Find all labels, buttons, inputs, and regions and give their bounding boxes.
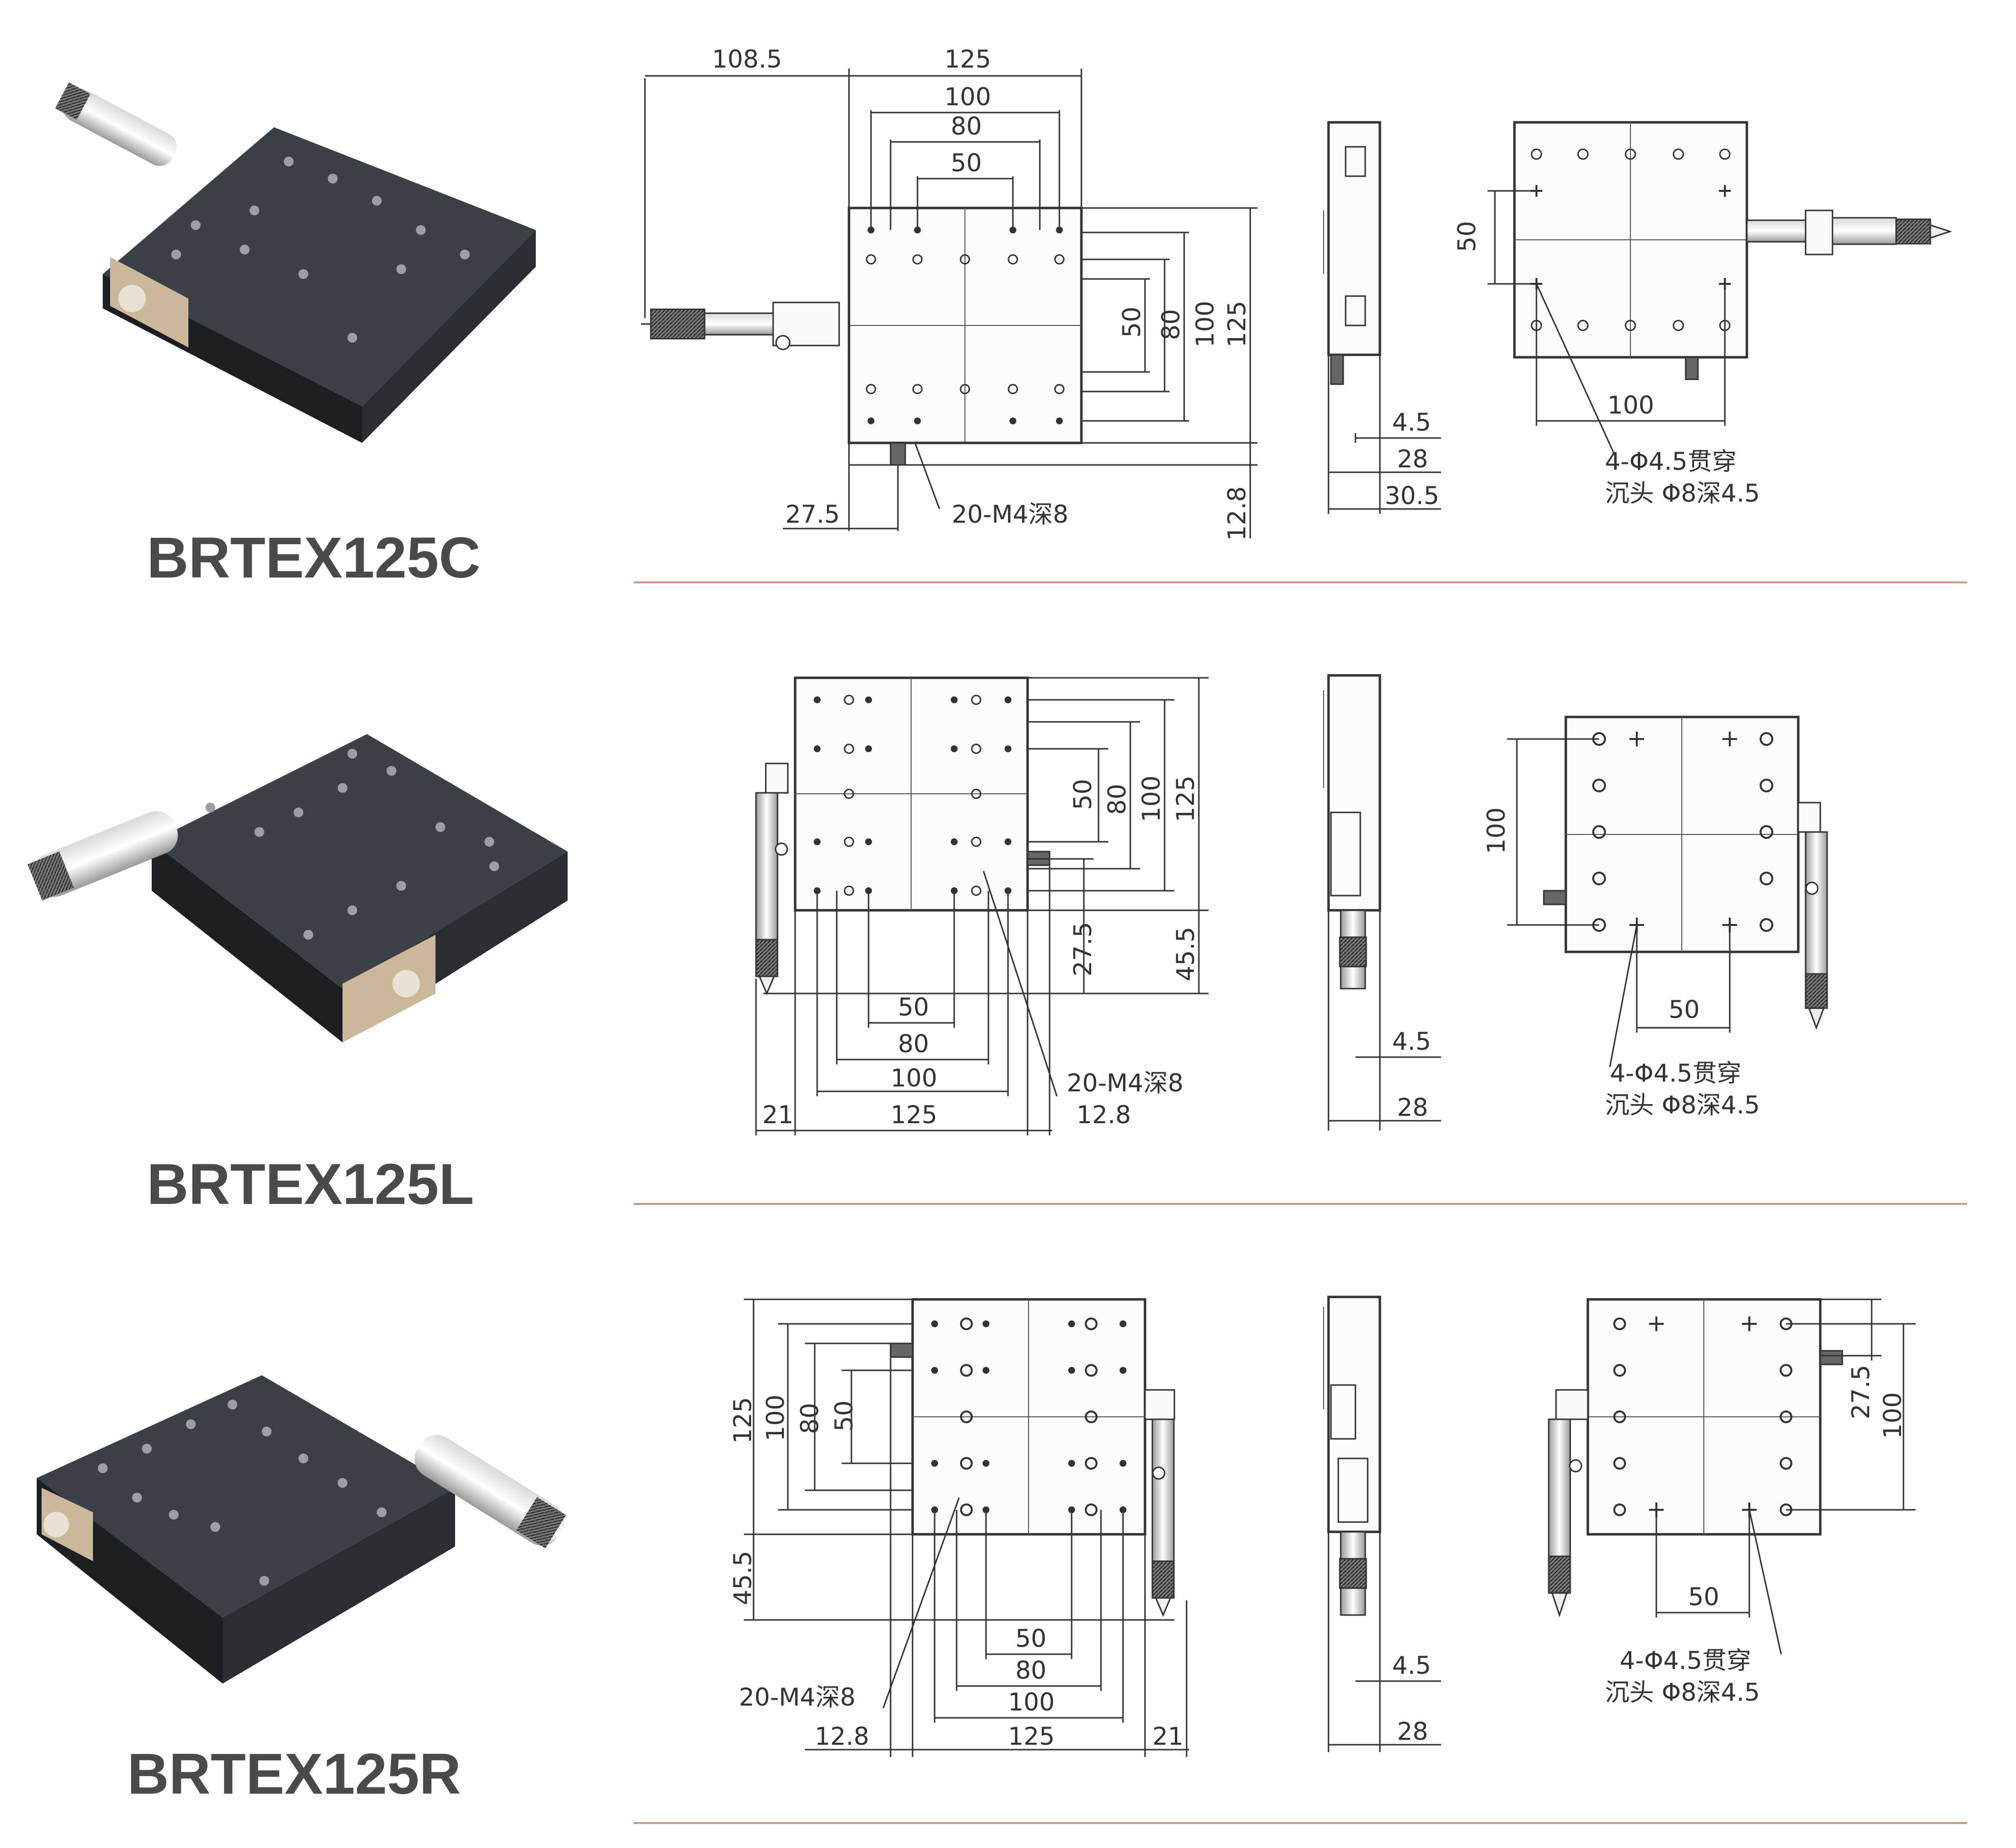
dim-125: 125 bbox=[891, 1101, 937, 1129]
dim-80: 80 bbox=[951, 112, 982, 140]
holes-callout: 20-M4深8 bbox=[952, 500, 1068, 529]
note-thru-holes: 4-Φ4.5贯穿 bbox=[1610, 1059, 1741, 1087]
dim-12-8: 12.8 bbox=[1077, 1101, 1131, 1129]
dim-100: 100 bbox=[1607, 391, 1654, 419]
product-photo-brtex125c bbox=[55, 82, 536, 443]
bottom-view: 50 100 4-Φ4.5贯穿 沉头 Φ8深4.5 bbox=[1453, 121, 1952, 508]
dim-v-125: 125 bbox=[729, 1397, 757, 1444]
dim-50: 50 bbox=[1669, 995, 1700, 1024]
dim-21: 21 bbox=[762, 1101, 794, 1129]
note-thru-holes: 4-Φ4.5贯穿 bbox=[1605, 447, 1737, 476]
dim-125: 125 bbox=[944, 45, 991, 73]
dim-v-45-5: 45.5 bbox=[1171, 927, 1200, 981]
side-view: 4.5 28 bbox=[1323, 674, 1441, 1131]
dim-12-8: 12.8 bbox=[815, 1722, 869, 1751]
dim-v-100: 100 bbox=[761, 1395, 790, 1441]
dim-28: 28 bbox=[1397, 1093, 1428, 1122]
note-thru-holes: 4-Φ4.5贯穿 bbox=[1620, 1646, 1751, 1675]
dim-v-45-5: 45.5 bbox=[729, 1551, 757, 1605]
model-label: BRTEX125C bbox=[147, 526, 481, 590]
dim-v-50: 50 bbox=[1118, 306, 1146, 338]
dim-50: 50 bbox=[951, 149, 982, 177]
dim-21: 21 bbox=[1152, 1722, 1184, 1751]
dim-v-80: 80 bbox=[796, 1403, 824, 1434]
side-view: 4.5 28 bbox=[1323, 1295, 1441, 1752]
dim-100: 100 bbox=[1008, 1688, 1054, 1716]
dim-27-5: 27.5 bbox=[785, 500, 840, 529]
note-counterbore: 沉头 Φ8深4.5 bbox=[1605, 1091, 1760, 1119]
dim-50: 50 bbox=[1688, 1583, 1719, 1611]
dim-v-100: 100 bbox=[1482, 808, 1511, 854]
dim-4-5: 4.5 bbox=[1392, 408, 1431, 437]
dim-v-50: 50 bbox=[1453, 221, 1481, 252]
dim-v-80: 80 bbox=[1157, 309, 1185, 340]
dim-v-27-5: 27.5 bbox=[1069, 922, 1097, 976]
dim-v-100: 100 bbox=[1191, 301, 1219, 347]
holes-callout: 20-M4深8 bbox=[1067, 1069, 1183, 1097]
dim-100: 100 bbox=[944, 83, 991, 111]
micrometer-head bbox=[890, 1342, 1175, 1617]
dim-28: 28 bbox=[1397, 1717, 1428, 1746]
bottom-view: 27.5 100 50 4-Φ4.5贯穿 沉头 Φ8深4.5 bbox=[1548, 1298, 1916, 1707]
section-brtex125c: BRTEX125C bbox=[55, 45, 1952, 590]
bottom-view: 100 50 4-Φ4.5贯穿 沉头 Φ8深4.5 bbox=[1482, 716, 1828, 1119]
dim-28: 28 bbox=[1397, 445, 1428, 473]
product-photo-brtex125l bbox=[27, 734, 568, 1042]
note-counterbore: 沉头 Φ8深4.5 bbox=[1605, 1678, 1760, 1707]
top-view: 108.5 125 100 80 50 50 80 100 125 27.5 1… bbox=[641, 45, 1258, 541]
dim-4-5: 4.5 bbox=[1392, 1651, 1431, 1680]
dim-v-125: 125 bbox=[1171, 776, 1200, 822]
dim-80: 80 bbox=[898, 1030, 929, 1058]
model-label: BRTEX125L bbox=[147, 1152, 474, 1217]
top-view: 125 100 80 50 45.5 50 80 100 125 12.8 21… bbox=[729, 1298, 1189, 1757]
dim-108-5: 108.5 bbox=[712, 45, 782, 73]
section-brtex125r: BRTEX125R bbox=[37, 1295, 1916, 1806]
dim-12-8: 12.8 bbox=[1223, 486, 1251, 541]
top-view: 50 80 100 125 27.5 45.5 50 80 100 125 21… bbox=[755, 676, 1209, 1135]
dim-125: 125 bbox=[1008, 1722, 1054, 1751]
side-view: 4.5 28 30.5 bbox=[1323, 121, 1441, 514]
dim-30-5: 30.5 bbox=[1385, 482, 1439, 510]
dim-v-80: 80 bbox=[1103, 784, 1131, 815]
dim-v-50: 50 bbox=[1069, 779, 1097, 810]
micrometer-head bbox=[641, 301, 906, 466]
dim-50: 50 bbox=[1015, 1624, 1047, 1653]
product-photo-brtex125r bbox=[37, 1375, 566, 1684]
micrometer-head bbox=[1685, 209, 1952, 380]
dim-v-125: 125 bbox=[1223, 301, 1251, 347]
micrometer-head bbox=[1548, 1350, 1843, 1617]
dim-80: 80 bbox=[1015, 1656, 1047, 1685]
dim-v-100: 100 bbox=[1879, 1392, 1907, 1439]
dim-4-5: 4.5 bbox=[1392, 1027, 1431, 1056]
dim-v-50: 50 bbox=[830, 1400, 858, 1432]
note-counterbore: 沉头 Φ8深4.5 bbox=[1605, 479, 1760, 508]
dim-v-100: 100 bbox=[1137, 776, 1166, 822]
micrometer-head bbox=[1543, 802, 1828, 1030]
holes-callout: 20-M4深8 bbox=[739, 1683, 855, 1711]
dim-100: 100 bbox=[891, 1064, 937, 1092]
dim-v-27-5: 27.5 bbox=[1847, 1365, 1875, 1419]
model-label: BRTEX125R bbox=[127, 1742, 461, 1806]
micrometer-head bbox=[755, 762, 1051, 995]
dim-50: 50 bbox=[898, 993, 929, 1021]
section-brtex125l: BRTEX125L bbox=[27, 674, 1828, 1217]
